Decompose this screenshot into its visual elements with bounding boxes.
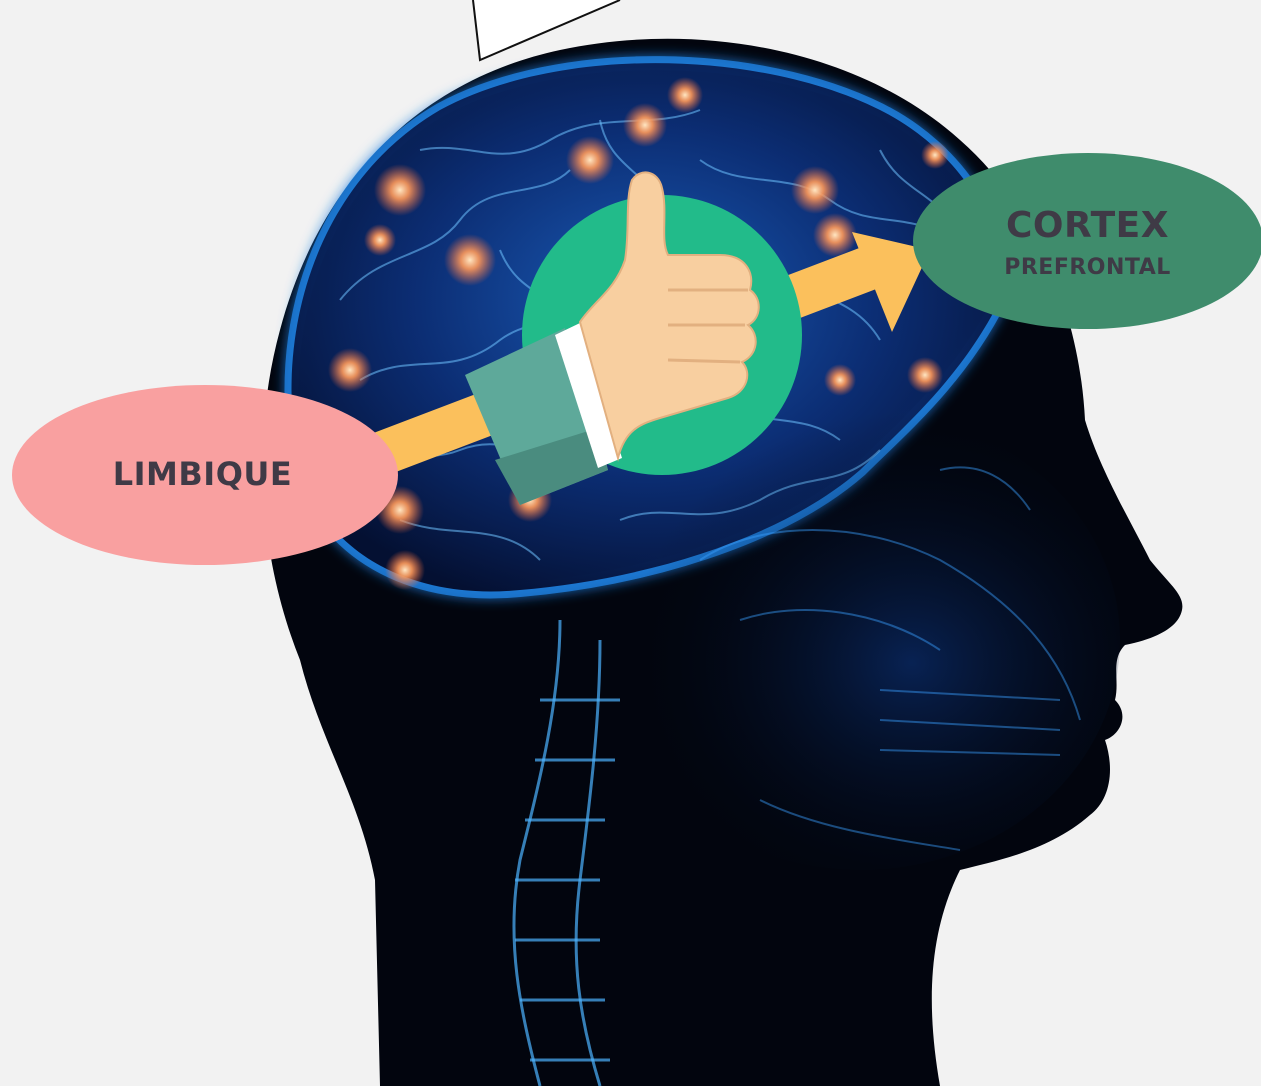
neuron-spark <box>444 234 496 286</box>
neuron-spark <box>667 77 703 113</box>
neuron-spark <box>824 364 856 396</box>
neuron-spark <box>623 103 667 147</box>
neuron-spark <box>921 141 949 169</box>
neuron-spark <box>813 213 857 257</box>
neuron-spark <box>791 166 839 214</box>
limbic-label: LIMBIQUE <box>15 455 390 493</box>
neuron-spark <box>385 550 425 590</box>
cortex-subtitle: PREFRONTAL <box>920 255 1255 280</box>
neuron-spark <box>566 136 614 184</box>
neuron-spark <box>907 357 943 393</box>
neuron-spark <box>364 224 396 256</box>
neuron-spark <box>328 348 372 392</box>
cortex-title: CORTEX <box>920 205 1255 246</box>
neuron-spark <box>374 164 426 216</box>
skull-glow <box>600 410 1120 870</box>
